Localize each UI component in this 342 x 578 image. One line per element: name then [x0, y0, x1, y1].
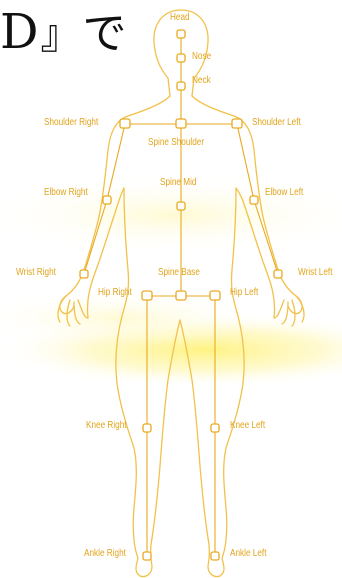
joint-head	[177, 30, 185, 38]
label-shoulder-right: Shoulder Right	[44, 117, 98, 129]
joint-hip-right	[142, 291, 152, 300]
label-elbow-left: Elbow Left	[265, 187, 303, 199]
heading-bracket: 』	[40, 7, 80, 63]
label-spine-base: Spine Base	[158, 267, 200, 279]
label-knee-left: Knee Left	[230, 420, 265, 432]
joint-knee-right	[143, 424, 151, 432]
joint-spine-mid	[177, 202, 185, 210]
label-hip-right: Hip Right	[98, 287, 132, 299]
label-knee-right: Knee Right	[86, 420, 127, 432]
background-glow	[0, 175, 342, 388]
joint-wrist-left	[274, 270, 282, 278]
joint-shoulder-left	[232, 119, 242, 128]
label-head: Head	[170, 12, 190, 24]
label-ankle-right: Ankle Right	[84, 548, 126, 560]
joint-neck	[177, 82, 185, 90]
joint-spine-shoulder	[176, 119, 186, 128]
joint-shoulder-right	[120, 119, 130, 128]
label-wrist-left: Wrist Left	[298, 267, 332, 279]
joint-knee-left	[211, 424, 219, 432]
label-spine-shoulder: Spine Shoulder	[148, 137, 204, 149]
joint-elbow-left	[250, 196, 258, 204]
heading-fragment: D』で	[0, 4, 126, 63]
label-hip-left: Hip Left	[230, 287, 258, 299]
label-neck: Neck	[192, 75, 211, 87]
label-elbow-right: Elbow Right	[44, 187, 88, 199]
label-wrist-right: Wrist Right	[16, 267, 56, 279]
joint-wrist-right	[80, 270, 88, 278]
label-nose: Nose	[192, 51, 211, 63]
joint-ankle-left	[211, 552, 219, 560]
joint-elbow-right	[103, 196, 111, 204]
joint-spine-base	[176, 291, 186, 300]
label-spine-mid: Spine Mid	[160, 177, 196, 189]
label-shoulder-left: Shoulder Left	[252, 117, 301, 129]
joint-hip-left	[210, 291, 220, 300]
joint-nose	[177, 54, 185, 62]
heading-kana: で	[82, 6, 126, 62]
label-ankle-left: Ankle Left	[230, 548, 266, 560]
joint-ankle-right	[143, 552, 151, 560]
heading-letter: D	[0, 4, 38, 60]
